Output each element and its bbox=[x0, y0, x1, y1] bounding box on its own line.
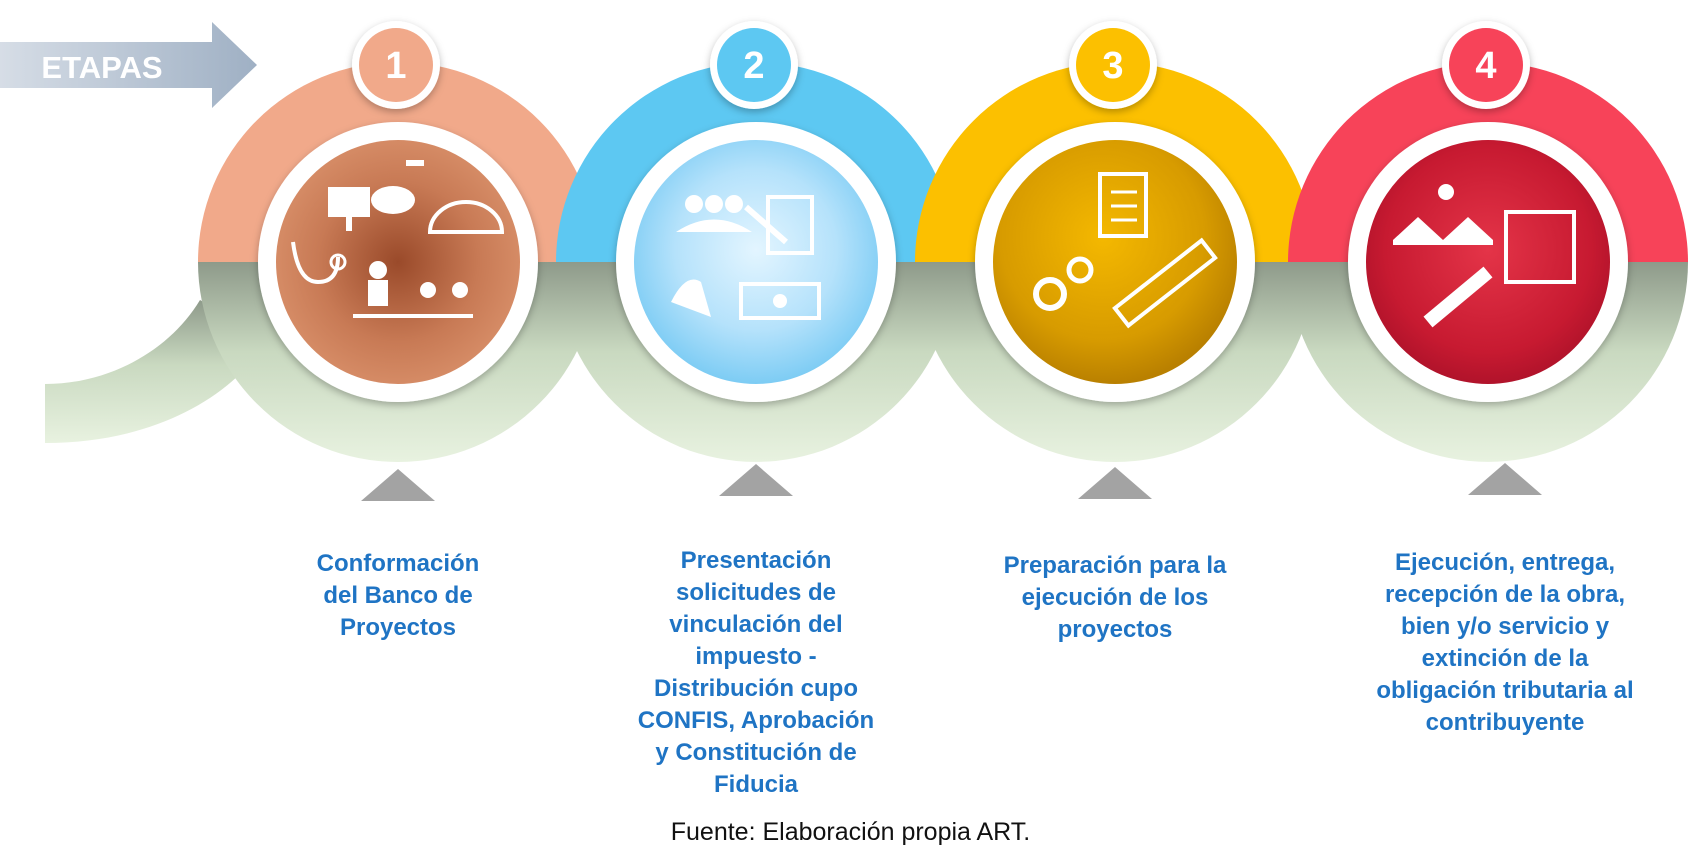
money-icon bbox=[739, 282, 821, 320]
teacher-children-icon bbox=[353, 261, 473, 318]
stage-icons bbox=[671, 195, 821, 320]
stage-icon-area bbox=[1366, 140, 1610, 384]
stethoscope-icon bbox=[291, 241, 347, 285]
clapping-hands-icon bbox=[671, 279, 711, 317]
etapas-label: ETAPAS bbox=[41, 50, 162, 85]
stage-icons bbox=[291, 160, 505, 318]
source-note: Fuente: Elaboración propia ART. bbox=[670, 818, 1031, 846]
stage-pointer bbox=[1078, 467, 1152, 499]
stage-icons bbox=[1033, 172, 1218, 329]
stage-3: 3 bbox=[975, 21, 1255, 402]
solar-panel-icon bbox=[328, 187, 370, 231]
stage-icon-area bbox=[993, 140, 1237, 384]
blueprint-icon bbox=[1504, 210, 1576, 284]
clipboard-pen-icon bbox=[744, 195, 814, 255]
stage-number: 3 bbox=[1102, 45, 1123, 87]
checklist-icon bbox=[1098, 172, 1148, 238]
etapas-arrow bbox=[0, 22, 257, 108]
stage-caption-2: Presentación solicitudes de vinculación … bbox=[637, 547, 875, 798]
stage-2: 2 bbox=[616, 21, 896, 402]
stage-pointer bbox=[1468, 463, 1542, 495]
ruler-icon bbox=[1112, 237, 1218, 329]
number-badge bbox=[717, 28, 791, 102]
group-icon bbox=[676, 195, 752, 232]
stage-pointer bbox=[719, 464, 793, 496]
number-badge bbox=[1076, 28, 1150, 102]
stage-caption-3: Preparación para la ejecución de los pro… bbox=[1003, 552, 1227, 643]
stage-number: 4 bbox=[1475, 45, 1496, 87]
stage-1: 1 bbox=[258, 21, 538, 402]
handwashing-icon bbox=[371, 160, 424, 214]
stage-number: 1 bbox=[385, 45, 406, 87]
number-badge bbox=[359, 28, 433, 102]
stage-number: 2 bbox=[743, 45, 764, 87]
houses-icon bbox=[1393, 217, 1493, 245]
stage-icons bbox=[1393, 184, 1576, 328]
stage-icon-area bbox=[634, 140, 878, 384]
stage-caption-4: Ejecución, entrega, recepción de la obra… bbox=[1376, 549, 1634, 736]
gears-icon bbox=[1033, 256, 1094, 311]
stage-icon-area bbox=[276, 140, 520, 384]
stage-pointer bbox=[361, 469, 435, 501]
number-badge bbox=[1449, 28, 1523, 102]
sun-icon bbox=[1438, 184, 1454, 200]
stage-4: 4 bbox=[1348, 21, 1628, 402]
rocket-icon bbox=[1423, 266, 1493, 328]
greenhouse-icon bbox=[427, 200, 505, 234]
stage-caption-1: Conformación del Banco de Proyectos bbox=[316, 550, 480, 641]
